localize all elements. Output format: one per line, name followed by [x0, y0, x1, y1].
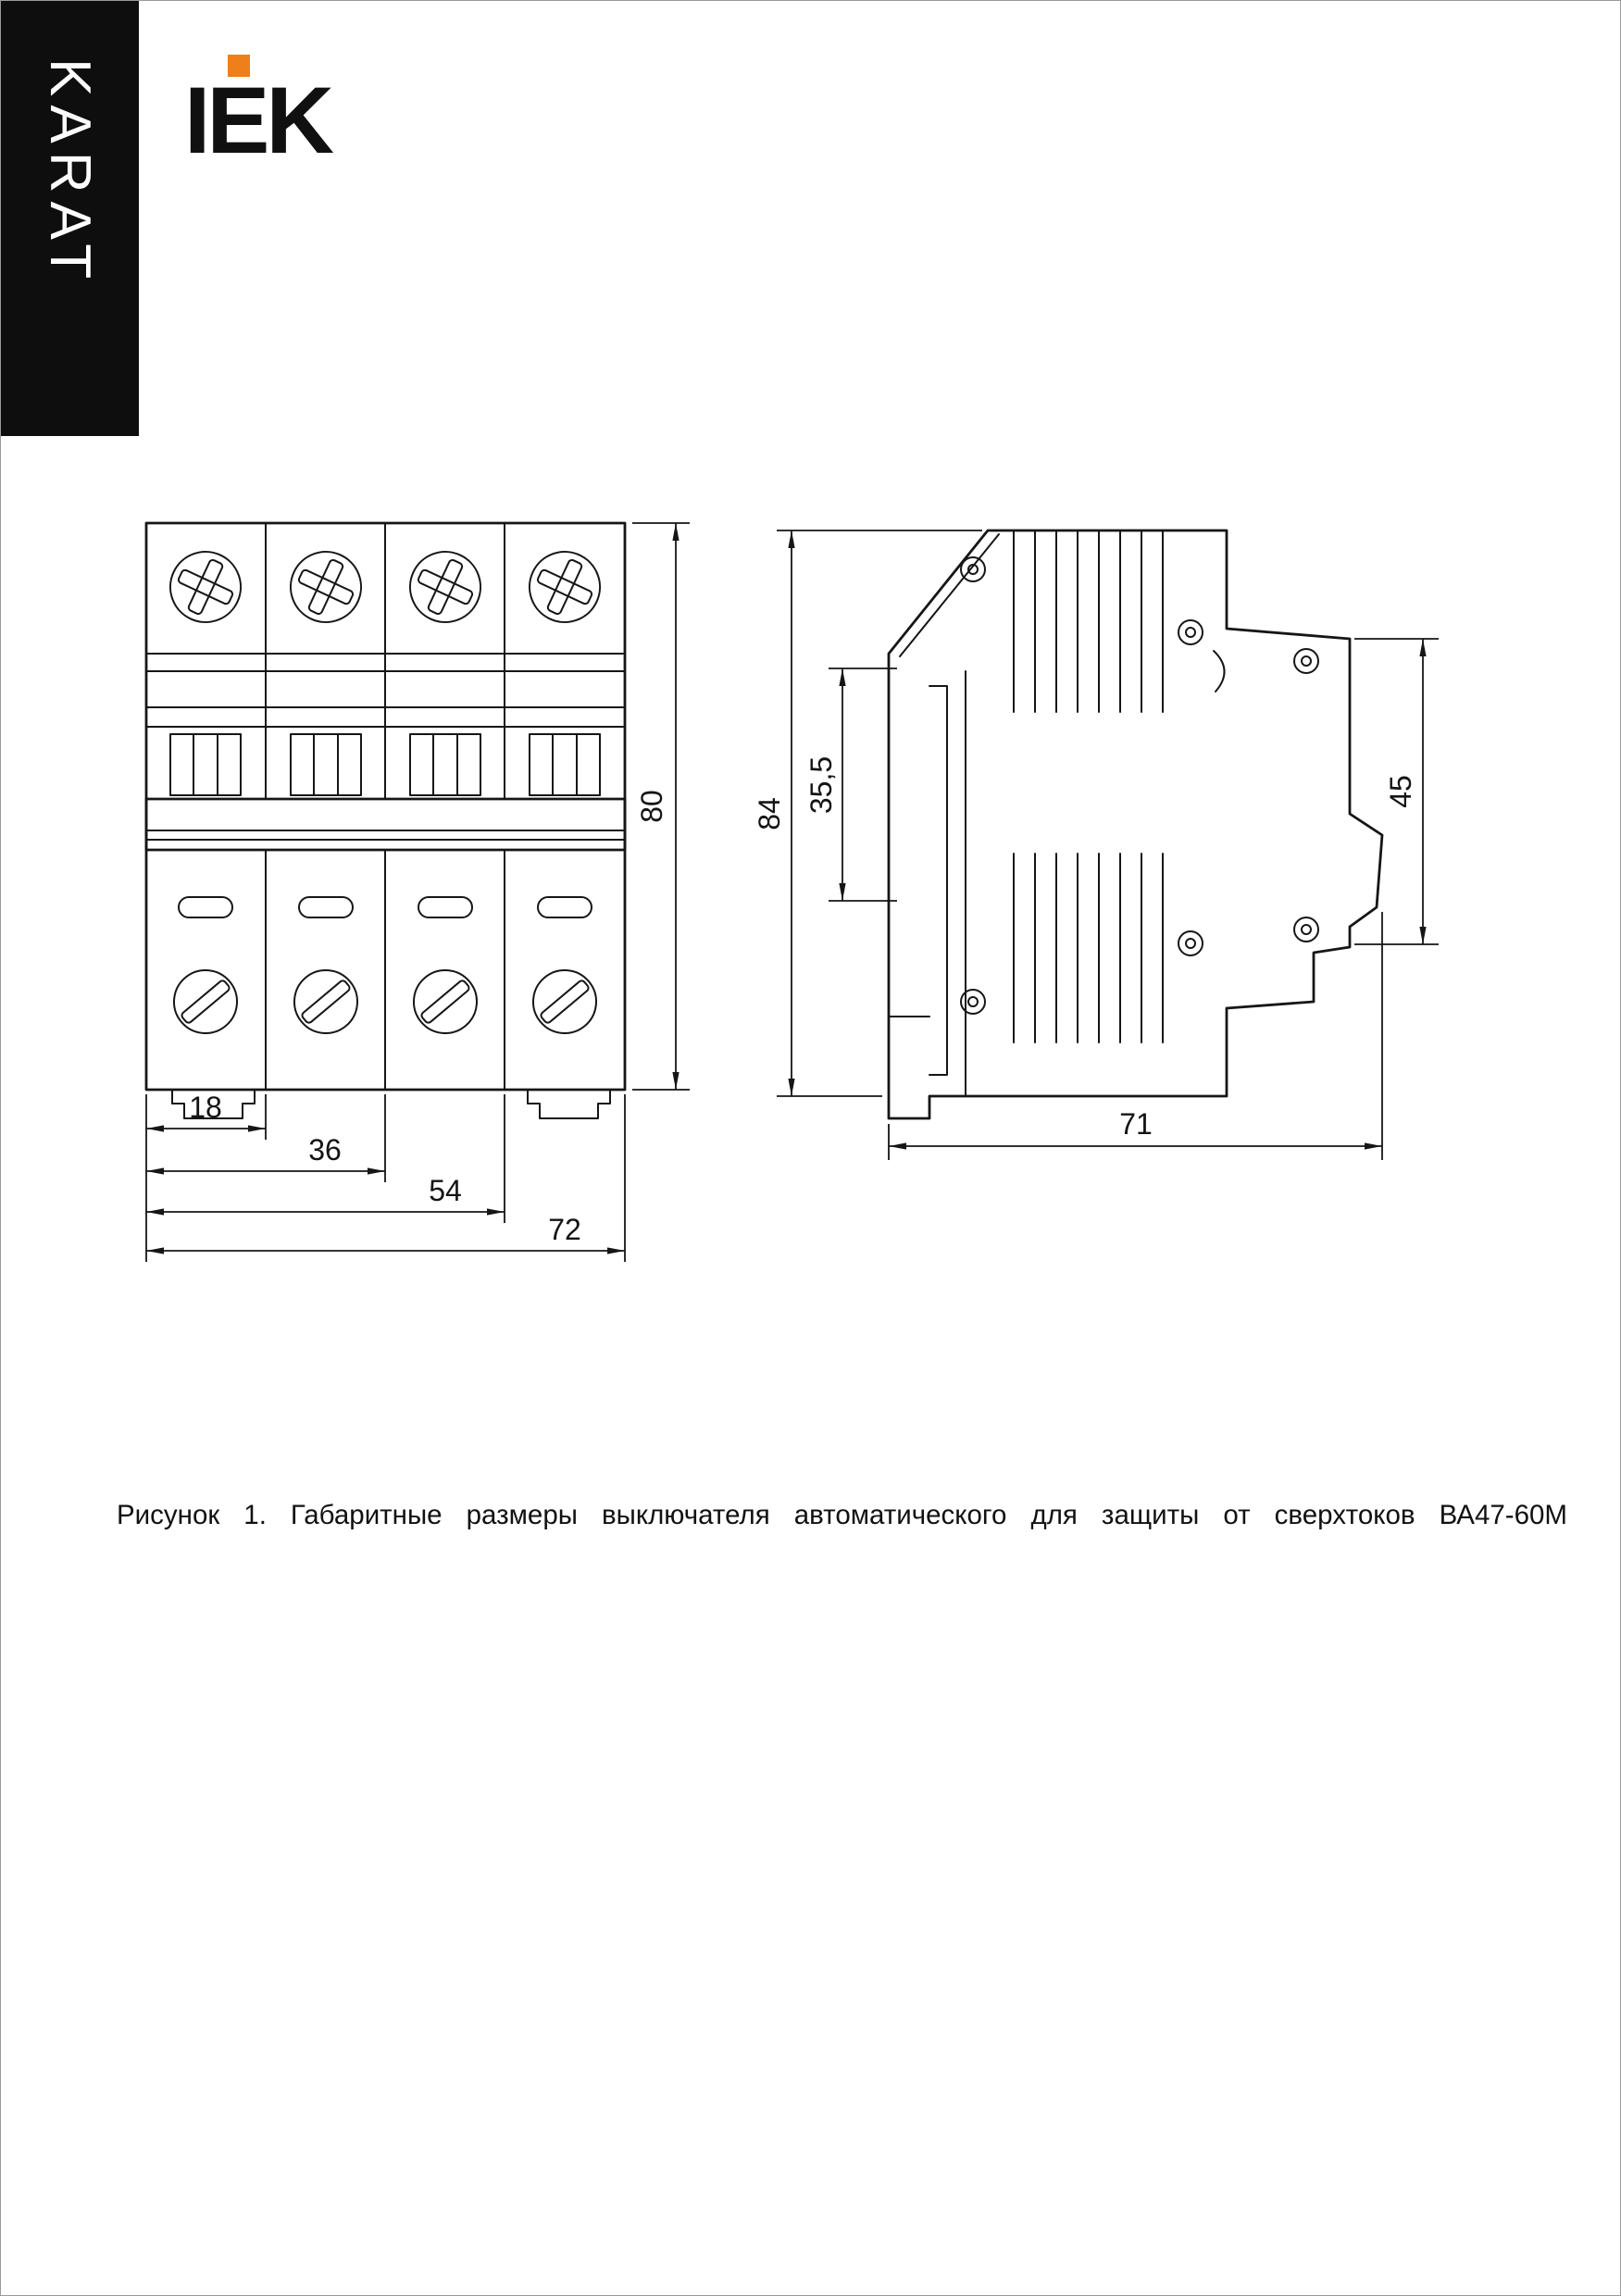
- extension-lines: [829, 668, 897, 902]
- label-windows: [178, 896, 592, 918]
- dim-label-36: 36: [308, 1133, 342, 1167]
- iek-logo: IEK: [184, 55, 406, 175]
- dim-label-18: 18: [189, 1091, 222, 1124]
- din-clip: [527, 1089, 611, 1119]
- bottom-screw-icon: [413, 969, 478, 1034]
- dim-label-35-5: 35,5: [804, 756, 838, 814]
- din-clip: [171, 1089, 256, 1119]
- rib-lines-top: [1013, 530, 1164, 713]
- front-band-lines: [145, 653, 626, 728]
- inner-slope-line: [899, 533, 1000, 657]
- bottom-screw-icon: [173, 969, 238, 1034]
- figure-caption: Рисунок 1. Габаритные размеры выключател…: [117, 1500, 1567, 1530]
- toggle-bar: [144, 797, 627, 852]
- bottom-screw-icon: [532, 969, 597, 1034]
- dim-label-80: 80: [635, 790, 668, 823]
- dim-label-45: 45: [1384, 775, 1417, 808]
- dim-label-84: 84: [753, 797, 786, 830]
- breaker-side-outline: [887, 529, 1384, 1120]
- side-view-dimensions: 84 35,5 45 71: [753, 530, 1439, 1160]
- extension-lines: [145, 1094, 626, 1262]
- toggle-bar-lines: [145, 830, 626, 841]
- pole-dividers-top: [265, 522, 505, 800]
- toggle-handles: [169, 733, 601, 796]
- dim-label-54: 54: [429, 1174, 462, 1207]
- top-screw-icon: [529, 551, 601, 623]
- iek-logo-text: IEK: [184, 68, 334, 173]
- rivet-icon: [960, 556, 1319, 1015]
- top-screw-icon: [290, 551, 362, 623]
- iek-logo-dot-icon: [228, 55, 250, 77]
- karat-series-label: KARAT: [38, 58, 102, 288]
- extension-lines: [777, 530, 982, 1097]
- dim-label-71: 71: [1119, 1107, 1153, 1141]
- side-view-drawing: [887, 529, 1384, 1120]
- bottom-screw-icon: [293, 969, 358, 1034]
- extension-lines: [632, 522, 690, 1091]
- top-screw-icon: [409, 551, 481, 623]
- pole-dividers-bottom: [265, 849, 505, 1091]
- top-screw-icon: [169, 551, 242, 623]
- dim-label-72: 72: [548, 1213, 581, 1246]
- extension-lines: [888, 912, 1383, 1160]
- rib-lines-bottom: [1013, 853, 1164, 1043]
- front-view-drawing: [144, 521, 627, 1119]
- toggle-slot-mark: [1213, 650, 1226, 693]
- din-rail-slot: [888, 670, 966, 1097]
- karat-banner: KARAT: [1, 1, 139, 436]
- front-view-dimensions: 80 18 36 54 72: [145, 522, 690, 1262]
